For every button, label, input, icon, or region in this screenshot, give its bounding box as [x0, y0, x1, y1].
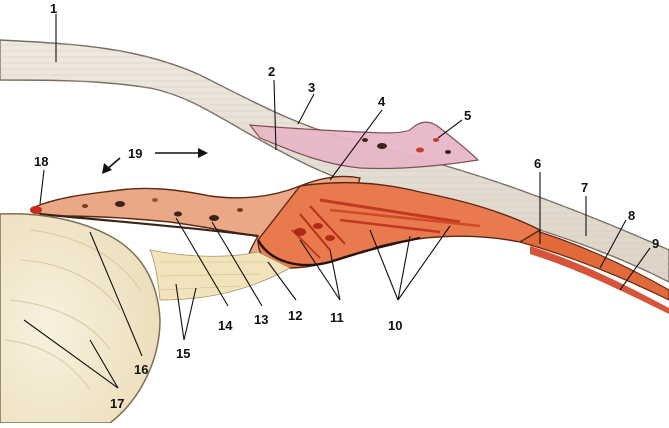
label-1: 1	[50, 1, 57, 16]
lens	[0, 212, 161, 424]
label-15: 15	[176, 346, 190, 361]
label-8: 8	[628, 208, 635, 223]
label-13: 13	[254, 312, 268, 327]
label-9: 9	[652, 236, 659, 251]
label-19: 19	[128, 146, 142, 161]
label-16: 16	[134, 362, 148, 377]
ciliary-body	[256, 181, 542, 269]
label-2: 2	[268, 64, 275, 79]
number-labels: 1 2 3 4 5 6 7 8 9 10 11 12 13 14 15 16 1…	[34, 1, 659, 411]
label-5: 5	[464, 108, 471, 123]
label-12: 12	[288, 308, 302, 323]
label-17: 17	[110, 396, 124, 411]
label-18: 18	[34, 154, 48, 169]
label-4: 4	[378, 94, 386, 109]
label-10: 10	[388, 318, 402, 333]
label-7: 7	[581, 180, 588, 195]
leader-lines	[23, 14, 651, 389]
aqueous-flow-arrows	[102, 148, 208, 174]
scleral-venous-sinus-region	[248, 121, 480, 170]
label-11: 11	[330, 310, 344, 325]
label-6: 6	[534, 156, 541, 171]
label-14: 14	[218, 318, 233, 333]
label-3: 3	[308, 80, 315, 95]
